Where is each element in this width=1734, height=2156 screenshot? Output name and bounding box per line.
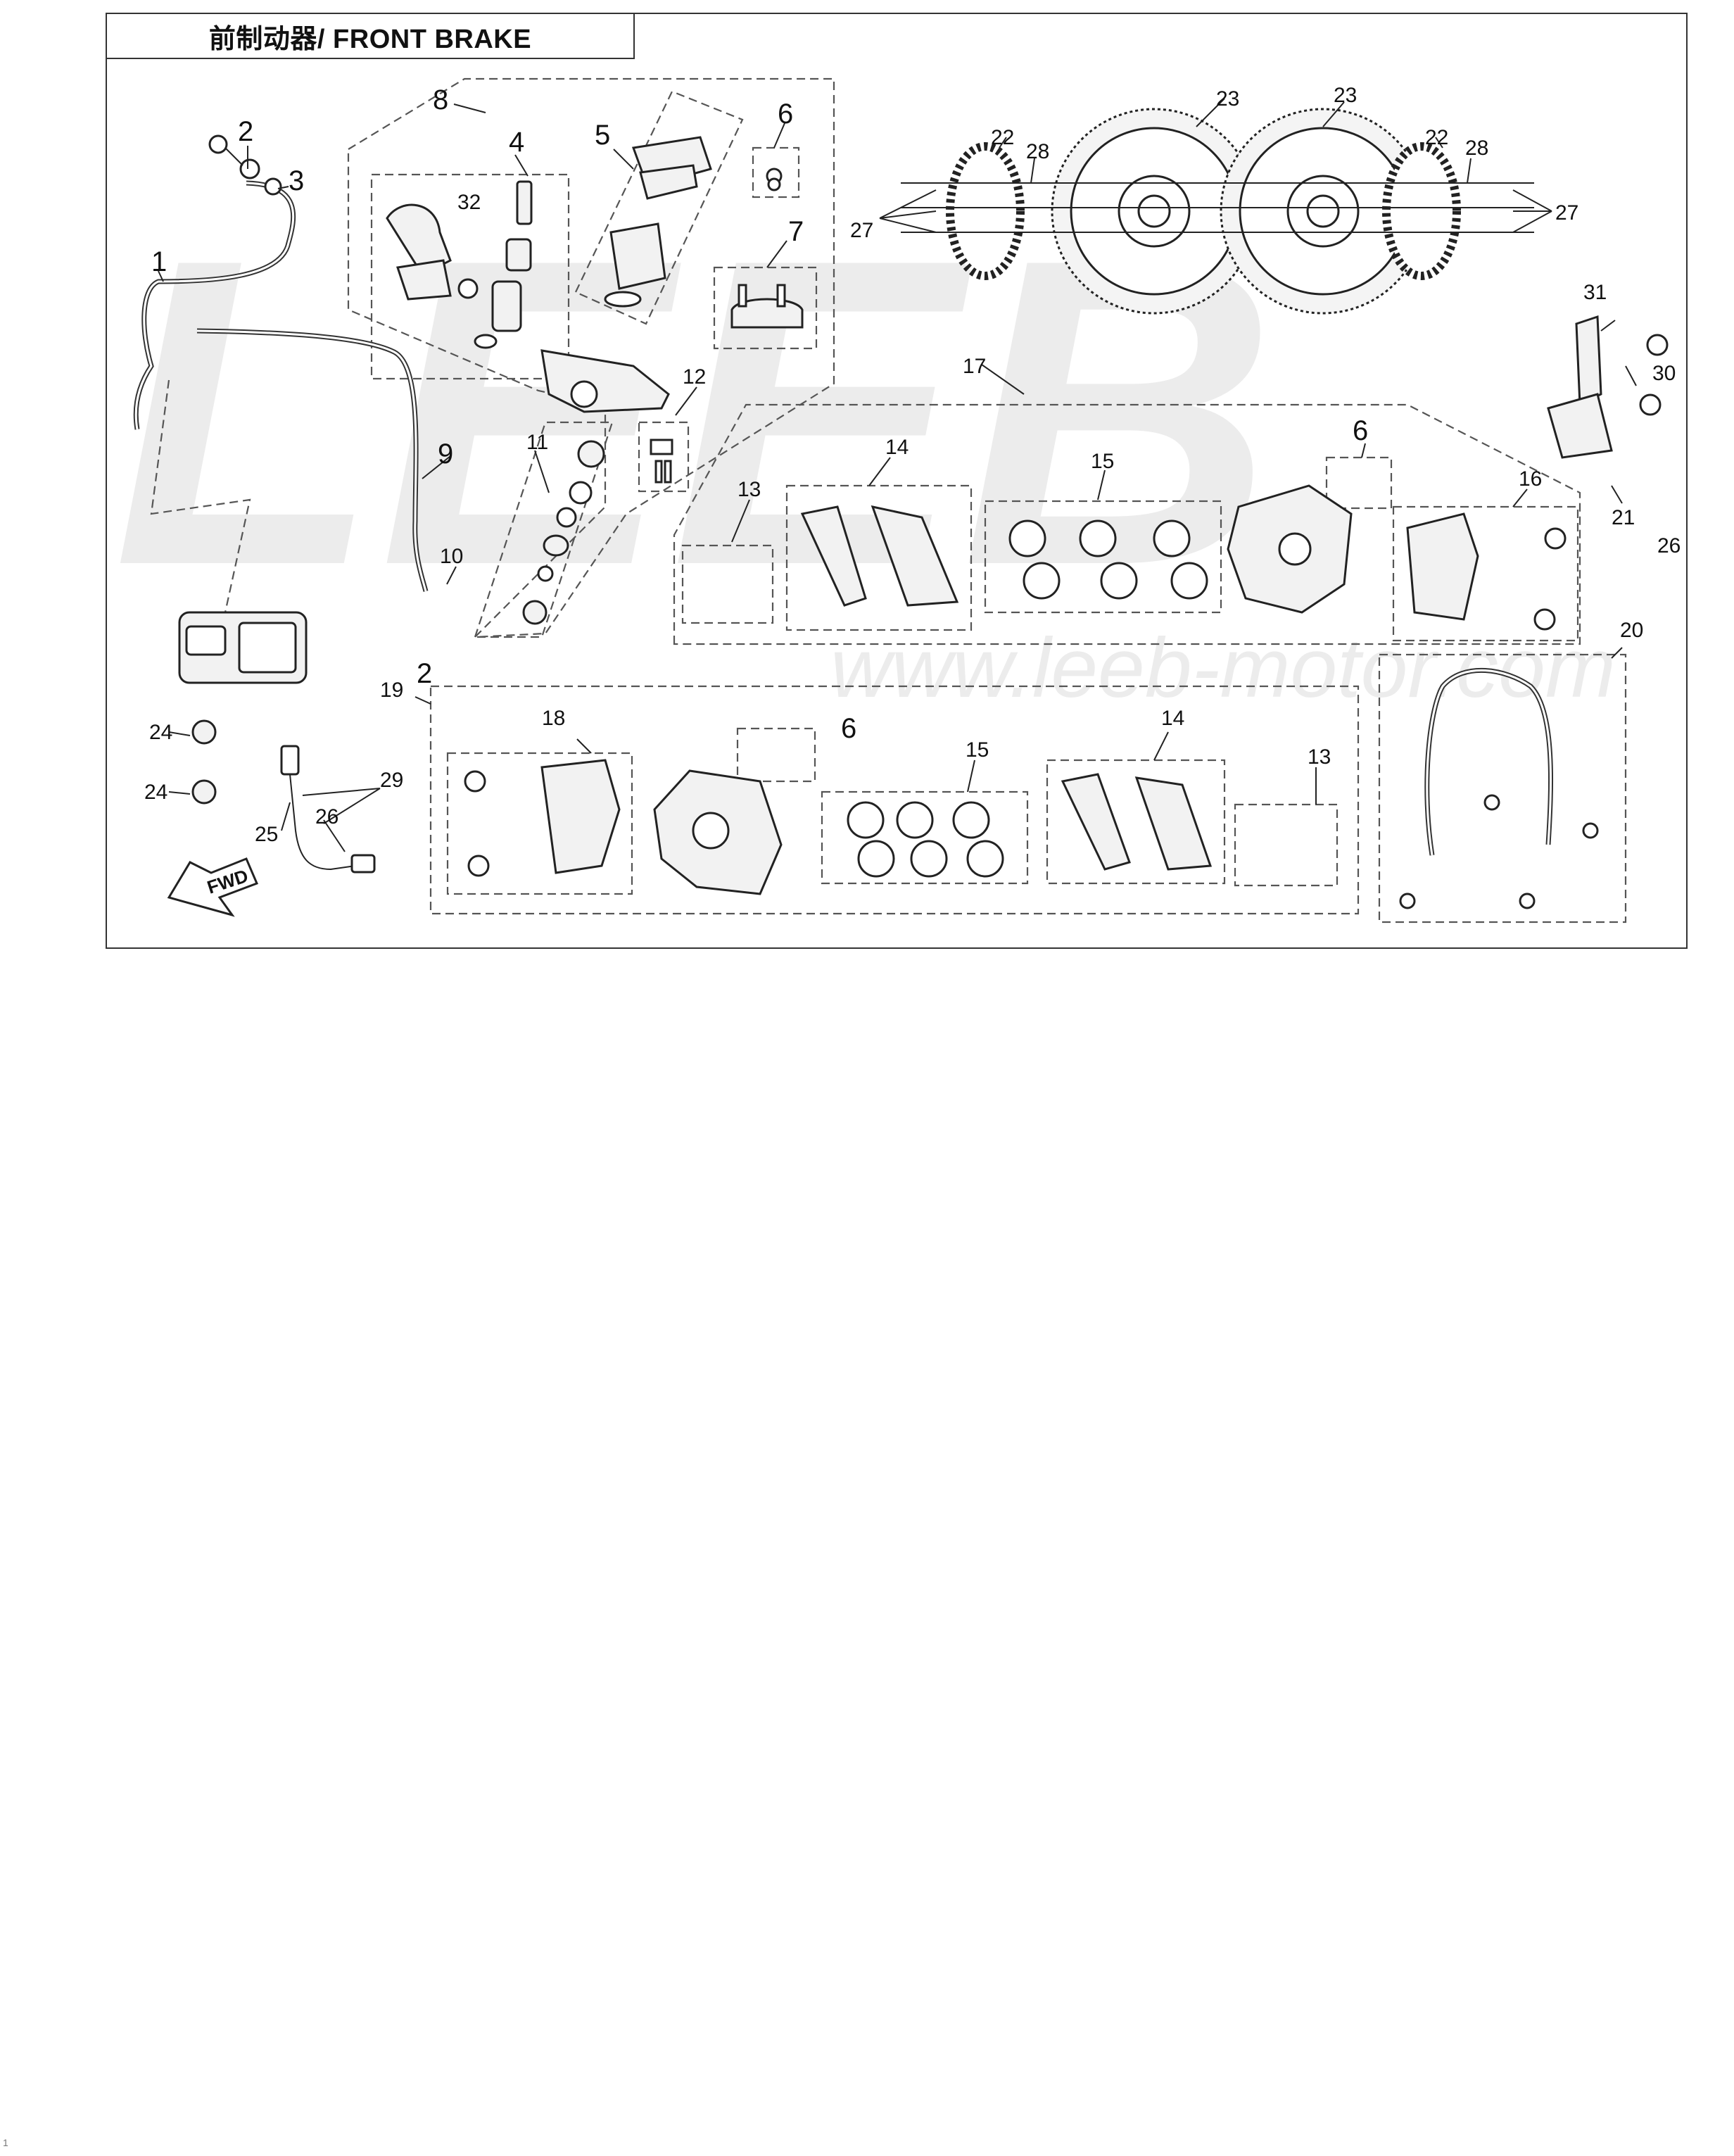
callout-13-left: 13	[1308, 745, 1331, 769]
caliper-bracket-18	[464, 759, 621, 877]
callout-30: 30	[1652, 362, 1676, 385]
group-6-box-right	[1325, 456, 1393, 510]
group-12-box	[638, 421, 690, 493]
callout-2-lower: 2	[417, 658, 432, 689]
caliper-left	[653, 769, 783, 895]
caliper-bolts-24	[191, 719, 217, 805]
callout-31: 31	[1583, 281, 1607, 304]
callout-15-right: 15	[1091, 450, 1114, 473]
sensor-bracket-31	[1547, 315, 1669, 459]
group-6-box-left	[736, 727, 816, 783]
callout-14-left: 14	[1161, 707, 1184, 730]
callout-22-right: 22	[1425, 126, 1448, 149]
diagram-title: 前制动器/ FRONT BRAKE	[106, 13, 635, 59]
callout-24-bottom: 24	[144, 781, 167, 804]
group-13-box-right	[681, 544, 774, 624]
callout-26-right: 26	[1657, 534, 1681, 557]
callout-6-right: 6	[1353, 415, 1368, 446]
hose-20-hardware	[1399, 794, 1599, 909]
master-cylinder-group-8	[347, 77, 835, 638]
abs-modulator	[178, 611, 308, 684]
abs-tone-ring-left	[946, 142, 1025, 280]
brake-disc-left	[1051, 108, 1258, 315]
group-4-box	[370, 173, 570, 380]
group-14-box-right	[785, 484, 973, 631]
callout-12: 12	[683, 365, 706, 389]
callout-23-right: 23	[1334, 84, 1357, 107]
callout-27-left: 27	[850, 219, 873, 242]
brake-pads-left	[1061, 773, 1213, 871]
callout-15-left: 15	[966, 738, 989, 762]
callout-32: 32	[457, 191, 481, 214]
callout-24-top: 24	[149, 721, 172, 744]
callout-26-left: 26	[315, 805, 338, 828]
callout-28-left: 28	[1026, 140, 1049, 163]
callout-numbers: 1 2 3 8 4 5 6 7 32 9 10 11 12 17 13 14 1…	[144, 84, 1681, 846]
banjo-fittings-2-3	[208, 134, 282, 196]
disc-bolt-lines	[901, 182, 1534, 233]
group-15-box-left	[821, 790, 1029, 885]
callout-7: 7	[788, 216, 804, 247]
callout-10: 10	[440, 545, 463, 568]
callout-25: 25	[255, 823, 278, 846]
piston-seals-right	[1008, 519, 1208, 600]
callout-6-top: 6	[778, 99, 793, 130]
callout-3: 3	[289, 165, 304, 196]
callout-13-right: 13	[738, 478, 761, 501]
callout-23-left: 23	[1216, 87, 1239, 111]
callout-29: 29	[380, 769, 403, 792]
abs-tone-ring-right	[1382, 142, 1461, 280]
callout-14-right: 14	[885, 436, 909, 459]
fwd-arrow: FWD	[167, 857, 258, 917]
caliper-right	[1227, 484, 1353, 614]
group-7-box	[713, 266, 818, 350]
callout-20: 20	[1620, 619, 1643, 642]
callout-17: 17	[963, 355, 986, 378]
group-6-box-top	[752, 146, 800, 198]
callout-22-left: 22	[991, 126, 1014, 149]
callout-6-left: 6	[841, 713, 856, 744]
speed-sensor-25	[280, 745, 376, 874]
caliper-group-17	[673, 403, 1581, 645]
group-14-box-left	[1046, 759, 1226, 885]
page-number: 1	[3, 2137, 8, 2148]
callout-19: 19	[380, 679, 403, 702]
leader-lines	[158, 98, 1637, 852]
callout-8: 8	[433, 84, 448, 115]
group-18-box	[446, 752, 633, 895]
callout-1: 1	[151, 246, 167, 277]
callout-27-right: 27	[1555, 201, 1578, 225]
callout-2-top: 2	[238, 116, 253, 147]
brake-pads-right	[800, 505, 959, 607]
callout-4: 4	[509, 127, 524, 158]
group-11-box	[474, 421, 614, 638]
master-cylinder	[386, 136, 804, 413]
callout-16: 16	[1519, 467, 1542, 491]
caliper-bracket-16	[1406, 512, 1567, 631]
abs-link-line	[150, 379, 251, 613]
caliper-group-19	[429, 685, 1360, 915]
group-13-box-left	[1234, 803, 1339, 887]
callout-11: 11	[526, 431, 548, 454]
callout-9: 9	[438, 439, 453, 469]
piston-seals-left	[847, 801, 1004, 878]
seal-kit-11	[522, 439, 673, 625]
watermark-url: www.leeb-motor.com	[830, 621, 1616, 715]
group-20-box	[1378, 653, 1627, 923]
callout-5: 5	[595, 120, 610, 151]
callout-21: 21	[1612, 506, 1635, 529]
group-16-box	[1392, 505, 1579, 642]
callout-28-right: 28	[1465, 137, 1488, 160]
brake-hoses	[133, 180, 1554, 856]
group-outlines	[150, 77, 1627, 923]
callout-18: 18	[542, 707, 565, 730]
